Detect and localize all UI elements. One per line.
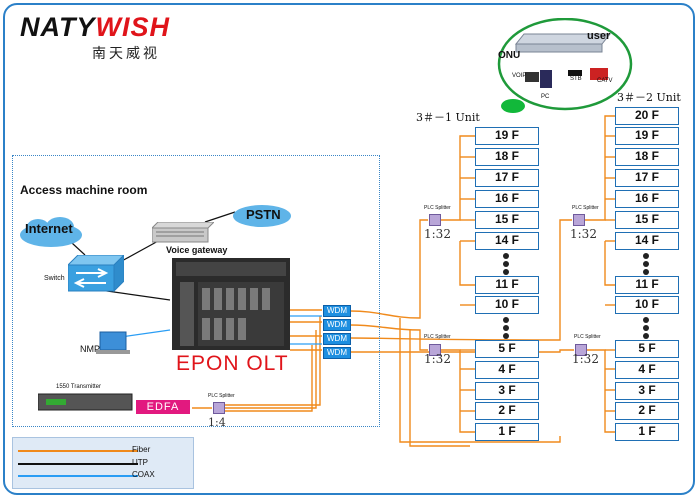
right-floor-20: 20 F — [615, 107, 679, 125]
pc-label: PC — [541, 94, 550, 100]
left-floor-10: 10 F — [475, 296, 539, 314]
right-floor-16: 16 F — [615, 190, 679, 208]
plc-splitter-right-lower-icon — [575, 344, 587, 356]
left-floor-1: 1 F — [475, 423, 539, 441]
nmp-label: NMP — [80, 344, 100, 354]
right-floor-5: 5 F — [615, 340, 679, 358]
right-ellipsis-dot — [643, 261, 649, 267]
right-ellipsis-dot — [643, 253, 649, 259]
wdm-4: WDM — [323, 347, 351, 359]
main-splitter-ratio: 1:4 — [208, 416, 226, 429]
splitter-ratio-left-upper: 1:32 — [424, 227, 451, 241]
right-floor-10: 10 F — [615, 296, 679, 314]
left-floor-4: 4 F — [475, 361, 539, 379]
left-ellipsis-dot — [503, 317, 509, 323]
right-floor-2: 2 F — [615, 402, 679, 420]
splitter-ratio-right-upper: 1:32 — [570, 227, 597, 241]
legend-coax-label: COAX — [132, 470, 155, 479]
splitter-label-left-lower: PLC Splitter — [424, 334, 451, 340]
right-floor-19: 19 F — [615, 127, 679, 145]
user-label: user — [587, 30, 611, 42]
internet-cloud-icon — [20, 217, 82, 247]
left-floor-19: 19 F — [475, 127, 539, 145]
nmp-computer-icon — [96, 331, 130, 354]
pstn-label: PSTN — [246, 207, 281, 222]
access-machine-room — [12, 155, 380, 427]
wdm-1: WDM — [323, 305, 351, 317]
unit-left-title: 3＃－1 Unit — [416, 111, 480, 124]
left-ellipsis-dot — [503, 325, 509, 331]
splitter-label-right-lower: PLC Splitter — [574, 334, 601, 340]
room-title: Access machine room — [20, 183, 148, 197]
left-ellipsis-dot — [503, 269, 509, 275]
left-floor-16: 16 F — [475, 190, 539, 208]
left-floor-15: 15 F — [475, 211, 539, 229]
plc-splitter-left-upper-icon — [429, 214, 441, 226]
wdm-3: WDM — [323, 333, 351, 345]
diagram-frame — [3, 3, 695, 495]
switch-icon — [68, 255, 124, 293]
brand-subtitle: 南天威视 — [92, 46, 160, 62]
edfa-box: EDFA — [136, 400, 190, 414]
voice-gateway-label: Voice gateway — [166, 245, 228, 255]
splitter-ratio-right-lower: 1:32 — [572, 352, 599, 366]
voip-label: VOIP — [512, 73, 527, 79]
main-splitter-label: PLC Splitter — [208, 393, 235, 399]
left-floor-5: 5 F — [475, 340, 539, 358]
splitter-label-left-upper: PLC Splitter — [424, 205, 451, 211]
epon-olt-chassis-icon — [172, 258, 290, 350]
epon-olt-label: EPON OLT — [176, 352, 289, 375]
wdm-2: WDM — [323, 319, 351, 331]
left-floor-17: 17 F — [475, 169, 539, 187]
right-floor-1: 1 F — [615, 423, 679, 441]
right-ellipsis-dot — [643, 333, 649, 339]
catv-label: CATV — [597, 78, 613, 84]
onu-label: ONU — [498, 50, 521, 61]
left-ellipsis-dot — [503, 333, 509, 339]
right-floor-18: 18 F — [615, 148, 679, 166]
right-floor-15: 15 F — [615, 211, 679, 229]
voice-gateway-device-icon — [152, 222, 214, 243]
left-floor-18: 18 F — [475, 148, 539, 166]
left-floor-3: 3 F — [475, 382, 539, 400]
pstn-cloud-icon — [233, 205, 291, 227]
right-ellipsis-dot — [643, 325, 649, 331]
legend-swatches — [18, 450, 138, 477]
left-floor-11: 11 F — [475, 276, 539, 294]
right-floor-4: 4 F — [615, 361, 679, 379]
left-ellipsis-dot — [503, 261, 509, 267]
main-plc-splitter-icon — [213, 402, 225, 414]
switch-label: Switch — [44, 275, 65, 282]
right-floor-17: 17 F — [615, 169, 679, 187]
right-floor-11: 11 F — [615, 276, 679, 294]
transmitter-label: 1550 Transmitter — [56, 384, 102, 390]
left-floor-2: 2 F — [475, 402, 539, 420]
splitter-ratio-left-lower: 1:32 — [424, 352, 451, 366]
unit-right-title: 3＃－2 Unit — [617, 91, 681, 104]
right-floor-14: 14 F — [615, 232, 679, 250]
legend-fiber-label: Fiber — [132, 445, 151, 454]
user-bubble — [497, 18, 633, 113]
legend-utp-label: UTP — [132, 458, 148, 467]
brand-logo: NATYWISH — [20, 12, 170, 42]
plc-splitter-right-upper-icon — [573, 214, 585, 226]
splitter-label-right-upper: PLC Splitter — [572, 205, 599, 211]
left-floor-14: 14 F — [475, 232, 539, 250]
left-ellipsis-dot — [503, 253, 509, 259]
right-ellipsis-dot — [643, 317, 649, 323]
transmitter-device-icon — [38, 393, 133, 411]
stb-label: STB — [570, 76, 582, 82]
right-floor-3: 3 F — [615, 382, 679, 400]
internet-label: Internet — [25, 221, 73, 236]
plc-splitter-left-lower-icon — [429, 344, 441, 356]
right-ellipsis-dot — [643, 269, 649, 275]
